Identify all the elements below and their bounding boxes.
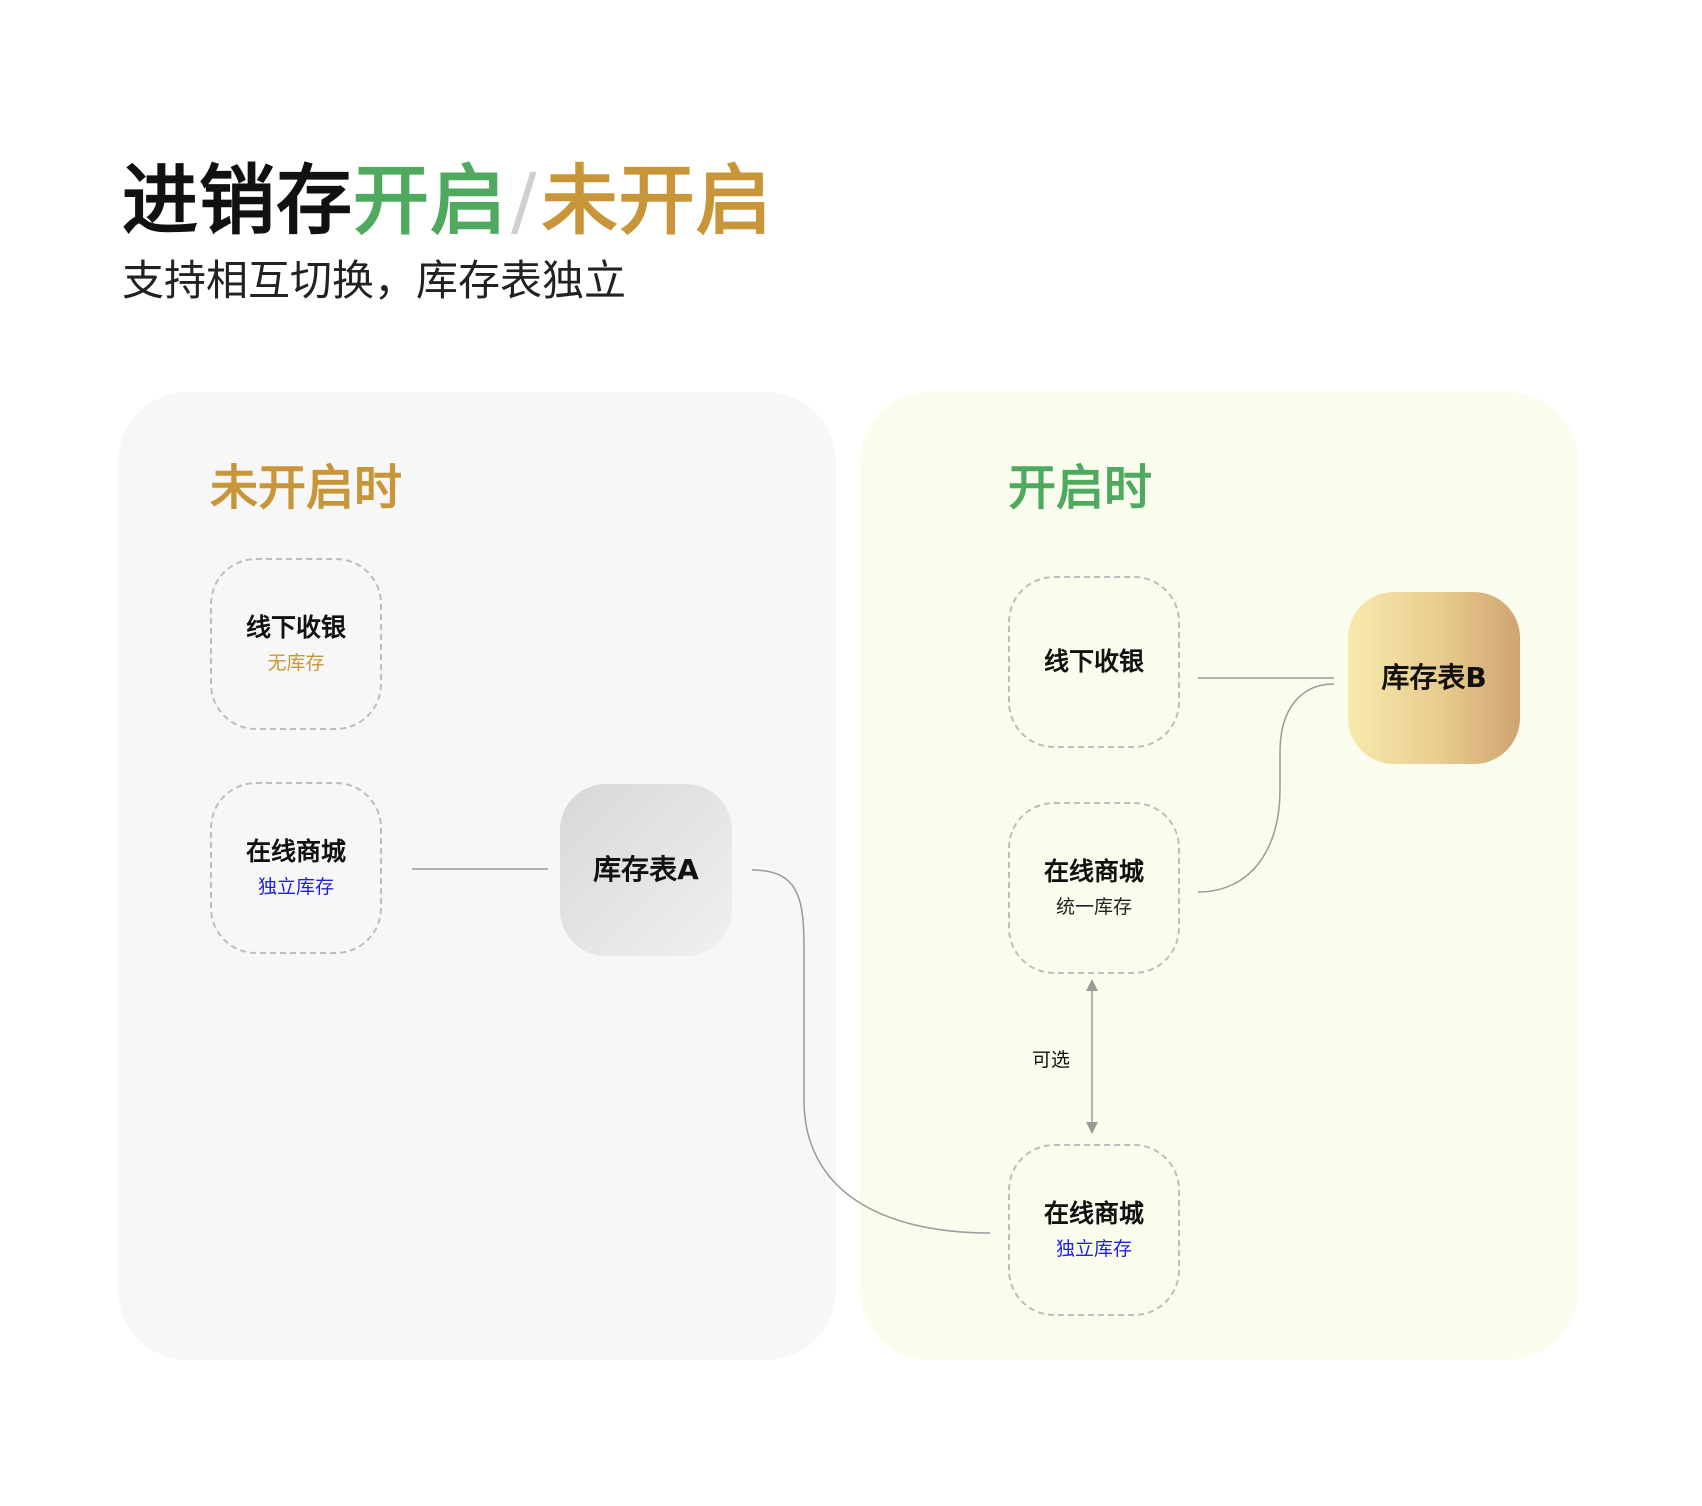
inventory-table-b: 库存表B: [1348, 592, 1520, 764]
title-slash: /: [511, 156, 538, 245]
node-label: 在线商城: [245, 837, 346, 866]
page-title: 进销存开启/未开启: [122, 156, 773, 246]
node-label: 线下收银: [1043, 647, 1144, 676]
panel-enabled: [860, 392, 1578, 1360]
panel-title-disabled: 未开启时: [210, 460, 403, 516]
node-label: 线下收银: [245, 613, 346, 642]
node-label: 在线商城: [1043, 1199, 1144, 1228]
title-part-inventory: 进销存: [122, 156, 353, 245]
title-part-disabled: 未开启: [541, 156, 773, 245]
node-online-mall-independent: 在线商城 独立库存: [1008, 1144, 1180, 1316]
optional-label: 可选: [1032, 1049, 1071, 1071]
store-label: 库存表A: [593, 853, 699, 886]
node-offline-pos-disabled: 线下收银 无库存: [210, 558, 382, 730]
node-online-mall-disabled: 在线商城 独立库存: [210, 782, 382, 954]
node-sublabel: 独立库存: [1055, 1238, 1132, 1260]
inventory-table-a: 库存表A: [560, 784, 732, 956]
node-sublabel: 统一库存: [1055, 896, 1132, 918]
page-subtitle: 支持相互切换，库存表独立: [122, 256, 627, 305]
panel-title-enabled: 开启时: [1008, 460, 1153, 516]
node-sublabel: 无库存: [267, 652, 325, 674]
node-label: 在线商城: [1043, 857, 1144, 886]
node-sublabel: 独立库存: [257, 876, 334, 898]
store-label: 库存表B: [1381, 661, 1487, 694]
title-part-enabled: 开启: [353, 156, 507, 245]
node-offline-pos-enabled: 线下收银: [1008, 576, 1180, 748]
node-online-mall-unified: 在线商城 统一库存: [1008, 802, 1180, 974]
